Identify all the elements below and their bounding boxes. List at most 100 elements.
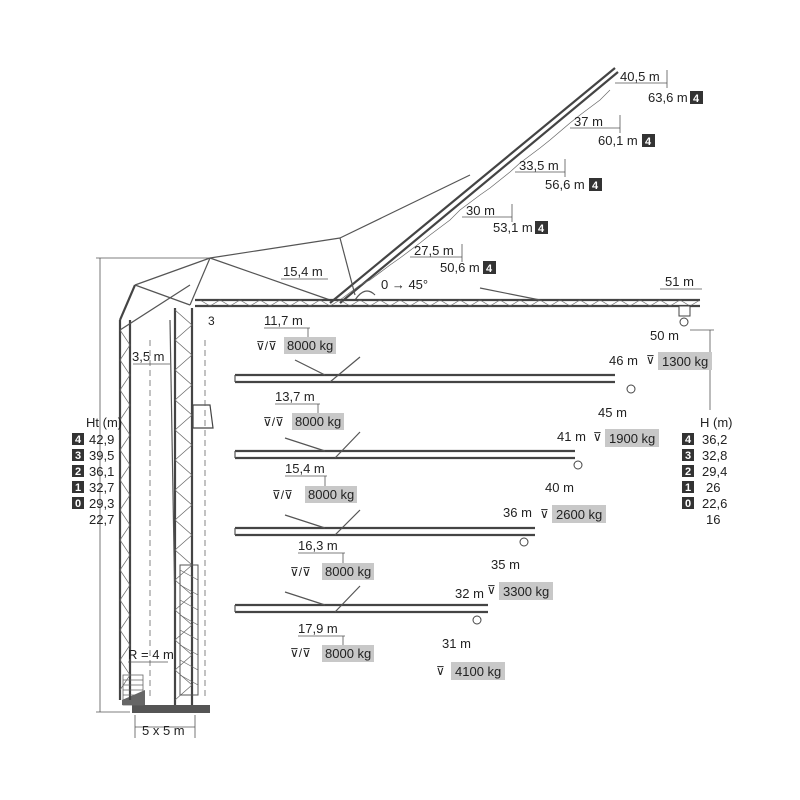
hook-icon: ⊽/⊽ <box>263 415 284 429</box>
dimension-lines <box>96 70 714 738</box>
ht-table: Ht (m) 4 42,9 3 39,5 2 36,1 1 32,7 0 29,… <box>72 415 122 527</box>
luffing-min-radius: 15,4 m <box>283 264 323 279</box>
svg-text:2: 2 <box>685 466 691 478</box>
counter-mark: 3 <box>208 314 215 328</box>
svg-text:4: 4 <box>538 223 545 235</box>
svg-text:2: 2 <box>75 466 81 478</box>
svg-text:3: 3 <box>685 450 691 462</box>
hook-icon: ⊽ <box>646 353 655 367</box>
svg-text:1: 1 <box>75 482 81 494</box>
hook-icon: ⊽/⊽ <box>290 646 311 660</box>
tower-offset: 3,5 m <box>132 349 165 364</box>
jib-4-labels: 17,9 m ⊽/⊽ 8000 kg 32 m 31 m ⊽ 4100 kg <box>290 586 505 680</box>
svg-text:29,4: 29,4 <box>702 464 727 479</box>
svg-text:37 m: 37 m <box>574 114 603 129</box>
svg-text:32 m: 32 m <box>455 586 484 601</box>
svg-text:1900 kg: 1900 kg <box>609 431 655 446</box>
hook-icon: ⊽/⊽ <box>290 565 311 579</box>
jib-1-labels: 13,7 m ⊽/⊽ 8000 kg 46 m 45 m ⊽ 1900 kg <box>263 353 659 447</box>
svg-text:42,9: 42,9 <box>89 432 114 447</box>
luffing-config-3: 30 m 53,1 m 4 <box>466 203 548 235</box>
jib-variant-2 <box>234 431 583 470</box>
svg-text:50,6 m: 50,6 m <box>440 260 480 275</box>
svg-text:36 m: 36 m <box>503 505 532 520</box>
angle-label: 0 → 45° <box>381 277 428 292</box>
luffing-config-1: 37 m 60,1 m 4 <box>574 114 655 148</box>
svg-text:8000 kg: 8000 kg <box>287 338 333 353</box>
svg-text:4: 4 <box>486 263 493 275</box>
luffing-jib <box>329 67 619 304</box>
svg-text:56,6 m: 56,6 m <box>545 177 585 192</box>
svg-text:36,1: 36,1 <box>89 464 114 479</box>
svg-text:4: 4 <box>645 136 652 148</box>
svg-text:22,6: 22,6 <box>702 496 727 511</box>
svg-text:17,9 m: 17,9 m <box>298 621 338 636</box>
svg-text:46 m: 46 m <box>609 353 638 368</box>
svg-text:2600 kg: 2600 kg <box>556 507 602 522</box>
svg-text:4: 4 <box>75 434 82 446</box>
jib-0-labels: 11,7 m ⊽/⊽ 8000 kg 50 m ⊽ 1300 kg <box>256 313 712 370</box>
hook-icon: ⊽ <box>540 507 549 521</box>
tower-radius: R = 4 m <box>128 647 174 662</box>
svg-text:45 m: 45 m <box>598 405 627 420</box>
svg-text:27,5 m: 27,5 m <box>414 243 454 258</box>
svg-text:4100 kg: 4100 kg <box>455 664 501 679</box>
svg-text:41 m: 41 m <box>557 429 586 444</box>
svg-text:8000 kg: 8000 kg <box>325 564 371 579</box>
luffing-config-4: 27,5 m 50,6 m 4 <box>414 243 496 275</box>
svg-text:22,7: 22,7 <box>89 512 114 527</box>
svg-text:3: 3 <box>75 450 81 462</box>
svg-text:4: 4 <box>693 93 700 105</box>
jib-variant-3 <box>234 509 535 547</box>
tower-base-size: 5 x 5 m <box>142 723 185 738</box>
svg-text:35 m: 35 m <box>491 557 520 572</box>
svg-text:26: 26 <box>706 480 720 495</box>
svg-text:31 m: 31 m <box>442 636 471 651</box>
cabin-icon <box>192 404 214 429</box>
boom-strut <box>118 237 341 706</box>
svg-text:0: 0 <box>75 498 81 510</box>
h-table: H (m) 4 36,2 3 32,8 2 29,4 1 26 0 22,6 1… <box>682 415 733 527</box>
svg-text:13,7 m: 13,7 m <box>275 389 315 404</box>
svg-text:40,5 m: 40,5 m <box>620 69 660 84</box>
h-table-title: H (m) <box>700 415 733 430</box>
main-jib-max-radius: 51 m <box>665 274 694 289</box>
svg-text:8000 kg: 8000 kg <box>325 646 371 661</box>
svg-text:36,2: 36,2 <box>702 432 727 447</box>
svg-text:33,5 m: 33,5 m <box>519 158 559 173</box>
luffing-config-0: 40,5 m 63,6 m 4 <box>620 69 703 105</box>
svg-text:40 m: 40 m <box>545 480 574 495</box>
svg-text:29,3: 29,3 <box>89 496 114 511</box>
svg-text:39,5: 39,5 <box>89 448 114 463</box>
svg-text:4: 4 <box>592 180 599 192</box>
svg-text:53,1 m: 53,1 m <box>493 220 533 235</box>
svg-text:30 m: 30 m <box>466 203 495 218</box>
jib-variant-4 <box>234 585 488 625</box>
luffing-config-2: 33,5 m 56,6 m 4 <box>519 158 602 192</box>
svg-text:63,6 m: 63,6 m <box>648 90 688 105</box>
svg-text:11,7 m: 11,7 m <box>264 313 303 328</box>
svg-text:3300 kg: 3300 kg <box>503 584 549 599</box>
svg-text:8000 kg: 8000 kg <box>295 414 341 429</box>
jib-2-labels: 15,4 m ⊽/⊽ 8000 kg 41 m 40 m ⊽ 2600 kg <box>272 429 606 523</box>
jib-3-labels: 16,3 m ⊽/⊽ 8000 kg 36 m 35 m ⊽ 3300 kg <box>290 505 553 600</box>
jib-variant-1 <box>234 356 636 394</box>
svg-text:32,7: 32,7 <box>89 480 114 495</box>
hook-icon: ⊽/⊽ <box>272 488 293 502</box>
svg-text:60,1 m: 60,1 m <box>598 133 638 148</box>
svg-text:8000 kg: 8000 kg <box>308 487 354 502</box>
svg-text:1300 kg: 1300 kg <box>662 354 708 369</box>
svg-text:1: 1 <box>685 482 691 494</box>
svg-text:15,4 m: 15,4 m <box>285 461 325 476</box>
hook-icon: ⊽ <box>593 430 602 444</box>
svg-text:4: 4 <box>685 434 692 446</box>
svg-text:32,8: 32,8 <box>702 448 727 463</box>
hook-icon: ⊽ <box>487 583 496 597</box>
svg-text:16: 16 <box>706 512 720 527</box>
hook-icon: ⊽ <box>436 664 445 678</box>
svg-text:16,3 m: 16,3 m <box>298 538 338 553</box>
ht-table-title: Ht (m) <box>86 415 122 430</box>
svg-text:0: 0 <box>685 498 691 510</box>
svg-text:50 m: 50 m <box>650 328 679 343</box>
